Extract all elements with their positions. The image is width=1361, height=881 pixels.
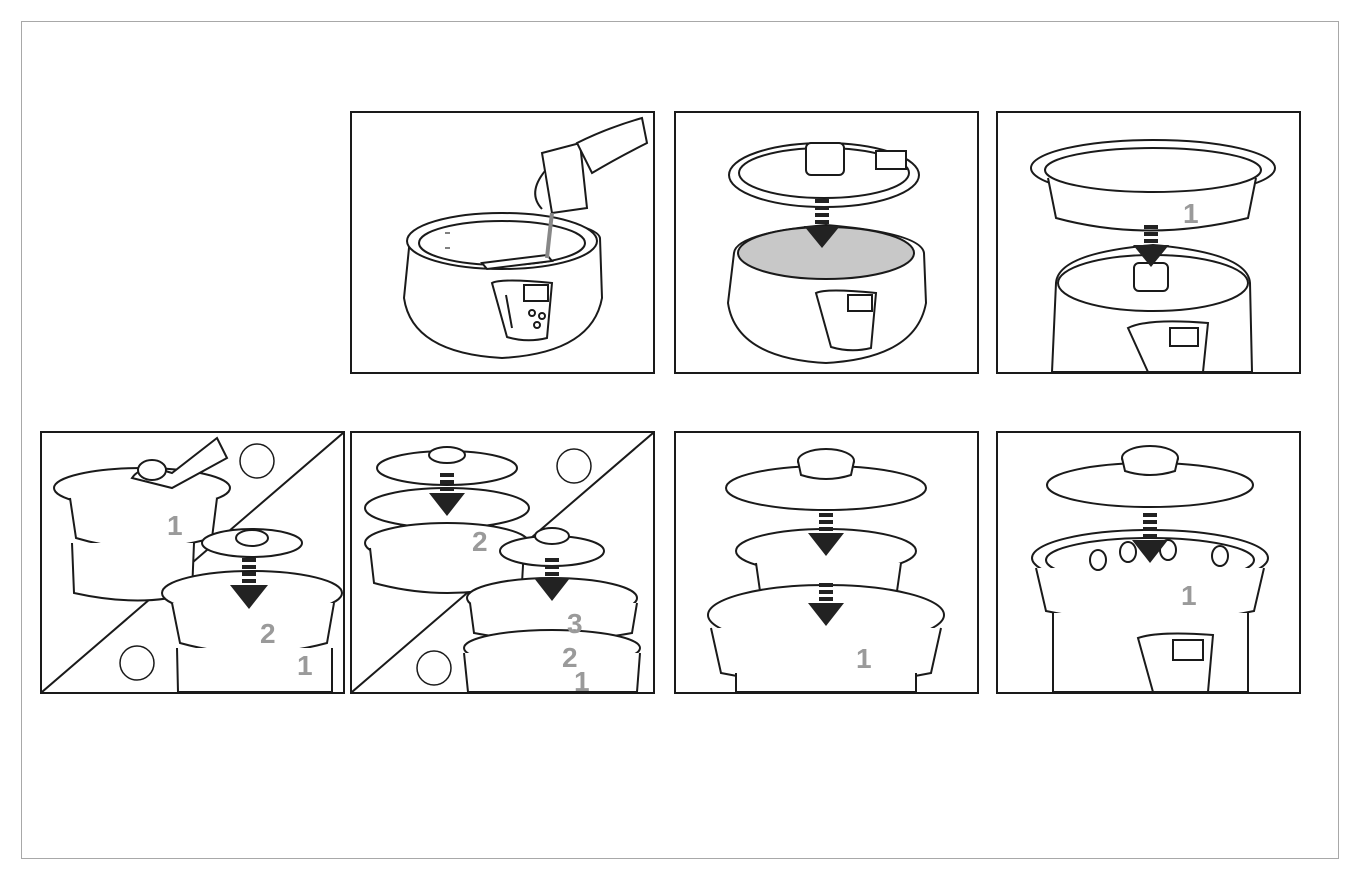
svg-text:3: 3 [567,608,583,639]
svg-text:1: 1 [297,650,313,681]
rice-bowl-icon: 1 [676,433,977,692]
svg-text:2: 2 [260,618,276,649]
panel-rice-bowl: 1 [674,431,979,694]
panel-load-food: 1 2 1 [40,431,345,694]
panel-pour-water [350,111,655,374]
svg-text:1: 1 [574,666,590,692]
load-food-icon: 1 2 1 [42,433,343,692]
drip-tray-icon [676,113,977,372]
basket-1-icon: 1 [998,113,1299,372]
svg-text:1: 1 [1181,580,1197,611]
svg-text:1: 1 [856,643,872,674]
panel-eggs: 1 [996,431,1301,694]
pour-water-icon [352,113,653,372]
panel-stack-baskets: 2 3 2 1 [350,431,655,694]
svg-text:2: 2 [472,526,488,557]
svg-text:1: 1 [1183,198,1199,229]
eggs-steamer-icon: 1 [998,433,1299,692]
stack-baskets-icon: 2 3 2 1 [352,433,653,692]
panel-drip-tray [674,111,979,374]
panel-basket-1: 1 [996,111,1301,374]
svg-text:1: 1 [167,510,183,541]
